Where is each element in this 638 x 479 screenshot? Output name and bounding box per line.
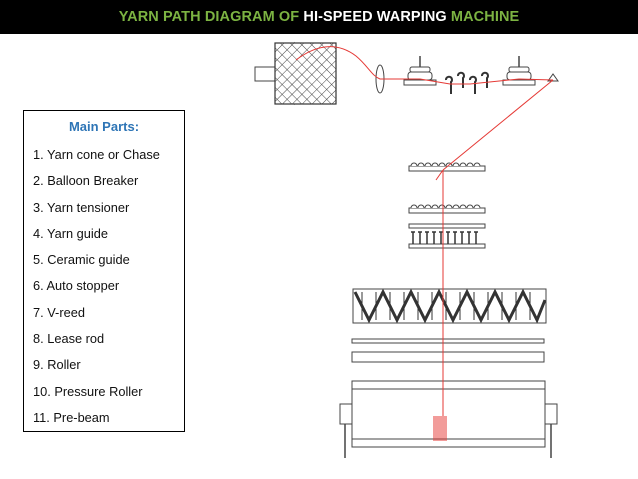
yarn-guide-top: [547, 73, 559, 82]
pre-beam-yarn-sheet: [433, 416, 447, 441]
list-item: 7. V-reed: [33, 304, 85, 320]
lease-rod: [351, 338, 545, 363]
list-item: 5. Ceramic guide: [33, 252, 130, 268]
title-part-1: YARN PATH DIAGRAM OF: [118, 9, 304, 25]
list-item: 11. Pre-beam: [33, 409, 110, 425]
yarn-path: [295, 46, 554, 441]
list-item: 2. Balloon Breaker: [33, 173, 139, 189]
title-part-3: MACHINE: [446, 9, 520, 25]
v-reed: [352, 288, 547, 324]
list-item: 3. Yarn tensioner: [33, 199, 130, 215]
ceramic-guide-bar-1: [408, 162, 486, 172]
list-item: 1. Yarn cone or Chase: [33, 147, 160, 162]
pre-beam: [339, 380, 558, 458]
list-item: 4. Yarn guide: [33, 225, 108, 241]
yarn-cone: [254, 41, 337, 106]
list-item: 8. Lease rod: [33, 331, 105, 347]
main-parts-heading: Main Parts:: [68, 119, 140, 134]
list-item: 9. Roller: [33, 357, 81, 373]
yarn-tensioner-2: [502, 56, 536, 86]
main-parts-box: Main Parts: 1. Yarn cone or Chase 2. Bal…: [23, 110, 185, 432]
auto-stopper: [445, 71, 489, 94]
list-item: 10. Pressure Roller: [33, 383, 143, 399]
ceramic-guide-bar-2: [408, 204, 486, 214]
page-title: YARN PATH DIAGRAM OF HI-SPEED WARPING MA…: [119, 9, 520, 25]
main-parts-list: 1. Yarn cone or Chase 2. Balloon Breaker…: [33, 147, 160, 436]
yarn-tensioner-1: [403, 56, 437, 86]
title-part-2: HI-SPEED WARPING: [303, 9, 447, 25]
title-bar: YARN PATH DIAGRAM OF HI-SPEED WARPING MA…: [0, 0, 638, 34]
list-item: 6. Auto stopper: [33, 278, 120, 294]
auto-stopper-bank: [408, 223, 486, 249]
